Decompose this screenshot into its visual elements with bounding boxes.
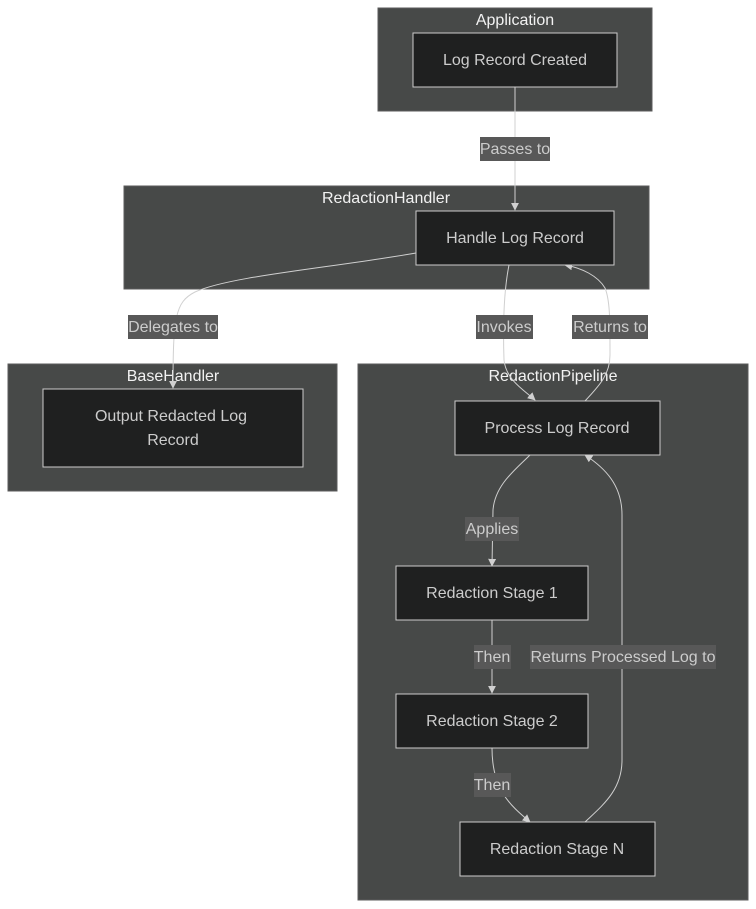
svg-text:Redaction Stage 1: Redaction Stage 1 <box>426 585 558 602</box>
node-process-log-record[interactable]: Process Log Record <box>454 400 661 456</box>
edge-invokes <box>503 264 536 401</box>
cluster-redaction-handler-title: RedactionHandler <box>322 190 451 207</box>
svg-text:Passes to: Passes to <box>480 141 550 158</box>
edge-label-returns-processed: Returns Processed Log to <box>530 645 716 669</box>
svg-text:Then: Then <box>474 777 510 794</box>
edge-label-passes-to: Passes to <box>480 137 550 161</box>
edge-label-invokes: Invokes <box>476 315 533 339</box>
svg-text:Record: Record <box>147 432 199 449</box>
edge-label-then-1: Then <box>474 645 511 669</box>
svg-text:Applies: Applies <box>466 521 518 538</box>
edge-applies <box>488 454 531 567</box>
svg-text:Redaction Stage 2: Redaction Stage 2 <box>426 713 558 730</box>
node-redaction-stage-2[interactable]: Redaction Stage 2 <box>395 693 589 749</box>
cluster-redaction-pipeline-title: RedactionPipeline <box>489 368 618 385</box>
node-output-redacted-log-record[interactable]: Output Redacted Log Record <box>42 388 304 468</box>
node-redaction-stage-n[interactable]: Redaction Stage N <box>459 821 656 877</box>
edge-returns-processed <box>584 454 623 823</box>
svg-text:Returns to: Returns to <box>573 319 647 336</box>
svg-text:Process Log Record: Process Log Record <box>485 420 630 437</box>
edge-label-applies: Applies <box>465 517 519 541</box>
svg-text:Output Redacted Log: Output Redacted Log <box>95 408 247 425</box>
edge-label-then-2: Then <box>474 773 511 797</box>
node-log-record-created[interactable]: Log Record Created <box>412 32 618 88</box>
node-redaction-stage-1[interactable]: Redaction Stage 1 <box>395 565 589 621</box>
svg-text:Then: Then <box>474 649 510 666</box>
svg-text:Log Record Created: Log Record Created <box>443 52 587 69</box>
svg-text:Handle Log Record: Handle Log Record <box>446 230 584 247</box>
edge-returns-to <box>564 262 611 402</box>
svg-text:Delegates to: Delegates to <box>128 319 218 336</box>
edge-label-delegates-to: Delegates to <box>128 315 218 339</box>
svg-text:Invokes: Invokes <box>476 319 531 336</box>
svg-text:Returns Processed Log to: Returns Processed Log to <box>531 649 716 666</box>
node-handle-log-record[interactable]: Handle Log Record <box>415 210 615 266</box>
cluster-application-title: Application <box>476 12 554 29</box>
svg-text:Redaction Stage N: Redaction Stage N <box>490 841 624 858</box>
edge-label-returns-to: Returns to <box>572 315 648 339</box>
